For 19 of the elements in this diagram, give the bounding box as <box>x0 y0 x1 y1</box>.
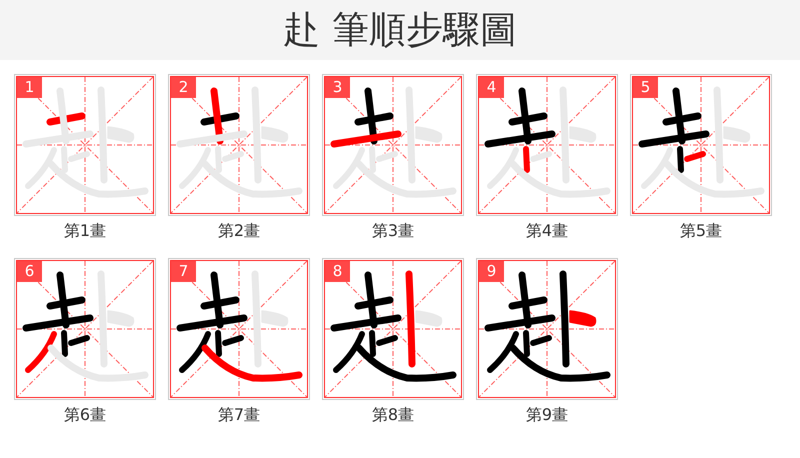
step-caption: 第3畫 <box>372 221 414 241</box>
step-number: 5 <box>633 77 658 98</box>
step-number: 6 <box>17 261 42 282</box>
step-number: 1 <box>17 77 42 98</box>
step-caption: 第4畫 <box>526 221 568 241</box>
step-caption: 第8畫 <box>372 405 414 425</box>
step-number: 3 <box>325 77 350 98</box>
step-caption: 第6畫 <box>64 405 106 425</box>
step-caption: 第2畫 <box>218 221 260 241</box>
step-caption: 第9畫 <box>526 405 568 425</box>
step-number: 7 <box>171 261 196 282</box>
step-caption: 第7畫 <box>218 405 260 425</box>
step-number: 4 <box>479 77 504 98</box>
step-caption: 第5畫 <box>680 221 722 241</box>
title: 赴 筆順步驟圖 <box>283 9 517 51</box>
step-number: 9 <box>479 261 504 282</box>
step-number: 2 <box>171 77 196 98</box>
step-caption: 第1畫 <box>64 221 106 241</box>
step-number: 8 <box>325 261 350 282</box>
